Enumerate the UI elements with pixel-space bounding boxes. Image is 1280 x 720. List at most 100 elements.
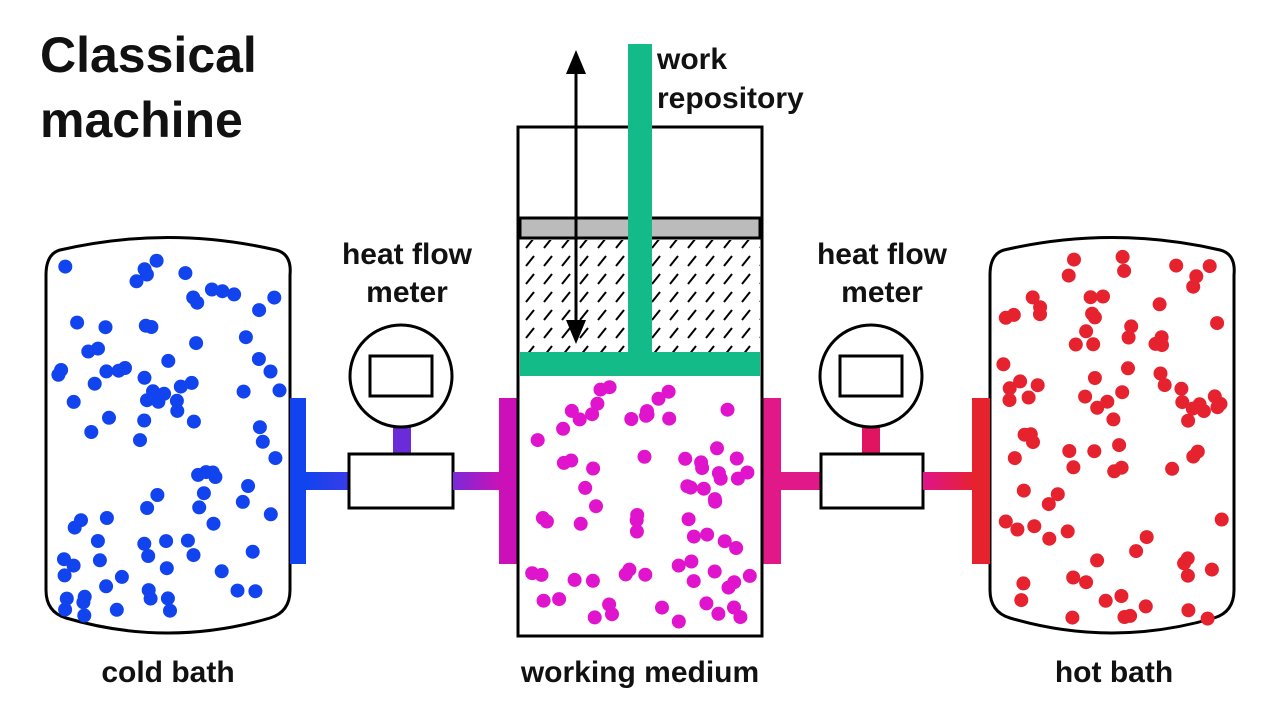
particle [661, 384, 676, 399]
particle [686, 529, 701, 544]
particle [146, 384, 160, 399]
particle [742, 568, 757, 583]
gauge-icon [348, 323, 454, 429]
particle [671, 614, 686, 629]
particle [1066, 570, 1081, 585]
particle [196, 486, 211, 501]
particle [76, 595, 91, 610]
particle [671, 558, 686, 573]
particle [1185, 401, 1200, 416]
particle [248, 584, 263, 599]
particle [1061, 268, 1076, 283]
work-repository-label-2: repository [657, 82, 804, 115]
particle [740, 465, 755, 480]
particle [149, 253, 164, 268]
particle [602, 597, 617, 612]
particle [186, 548, 201, 563]
particle [578, 480, 593, 495]
particle [98, 320, 113, 335]
particle [1087, 310, 1102, 325]
particle [137, 536, 152, 551]
particle [552, 592, 567, 607]
meter-right-stem [862, 426, 880, 454]
particle [1078, 389, 1093, 404]
meter-right-display [838, 354, 904, 398]
particle [204, 282, 219, 297]
particle [998, 310, 1013, 325]
meter-left-stem [393, 426, 411, 454]
particle [1079, 575, 1094, 590]
particle [169, 393, 184, 408]
particle [1050, 487, 1065, 502]
particle [58, 602, 73, 617]
particle [721, 580, 736, 595]
meter-left-display [368, 354, 434, 398]
particle [1060, 524, 1075, 539]
particle [638, 567, 653, 582]
particle [57, 568, 72, 583]
particle [150, 488, 165, 502]
particle [662, 411, 677, 426]
particle [1114, 589, 1129, 603]
particle [51, 367, 66, 382]
medium-left-flange [499, 398, 517, 564]
particle [173, 379, 188, 394]
right-medium-pipe [781, 472, 821, 490]
particle [1090, 553, 1105, 568]
particle [160, 591, 175, 606]
particle [694, 455, 709, 470]
particle [111, 363, 126, 378]
particle [586, 461, 601, 476]
particle [272, 383, 287, 398]
particle [245, 544, 260, 559]
particle [525, 566, 540, 581]
particle [109, 602, 124, 617]
particle [1169, 258, 1184, 273]
particle [684, 554, 699, 569]
particle [267, 290, 282, 305]
particle [1214, 512, 1229, 527]
particle [186, 414, 201, 429]
particle [1139, 530, 1154, 545]
particle [1165, 461, 1180, 476]
particle [1180, 568, 1195, 583]
particle [163, 603, 177, 618]
title-line-1: Classical [40, 27, 257, 83]
particle [1068, 337, 1083, 352]
particle [1175, 395, 1190, 410]
particle [640, 404, 654, 419]
cold-bath-label: cold bath [101, 656, 234, 689]
particle [1157, 378, 1172, 393]
particle [1106, 412, 1121, 427]
particle [178, 266, 193, 281]
particle [255, 434, 270, 449]
particle [655, 600, 669, 615]
particle [618, 567, 633, 582]
particle [700, 527, 715, 542]
particle [1016, 483, 1031, 498]
working-medium-label: working medium [520, 656, 759, 689]
particle [727, 600, 741, 615]
particle [184, 375, 199, 390]
particle [556, 421, 571, 436]
particle [1007, 451, 1022, 466]
particle [590, 396, 605, 411]
particle [1181, 603, 1196, 618]
particle [1124, 319, 1139, 334]
particle [707, 564, 722, 579]
particle [159, 534, 174, 549]
particle [1014, 593, 1029, 608]
particle [699, 596, 714, 611]
particle [696, 481, 711, 496]
particle [1138, 599, 1153, 614]
hot-bath-particles [996, 249, 1229, 626]
particle [713, 471, 728, 486]
particle [58, 259, 73, 274]
particle [238, 330, 253, 345]
particle [678, 451, 693, 466]
particle [1207, 389, 1222, 404]
particle [137, 262, 152, 277]
left-medium-pipe [453, 472, 499, 490]
hot-bath [988, 236, 1236, 635]
